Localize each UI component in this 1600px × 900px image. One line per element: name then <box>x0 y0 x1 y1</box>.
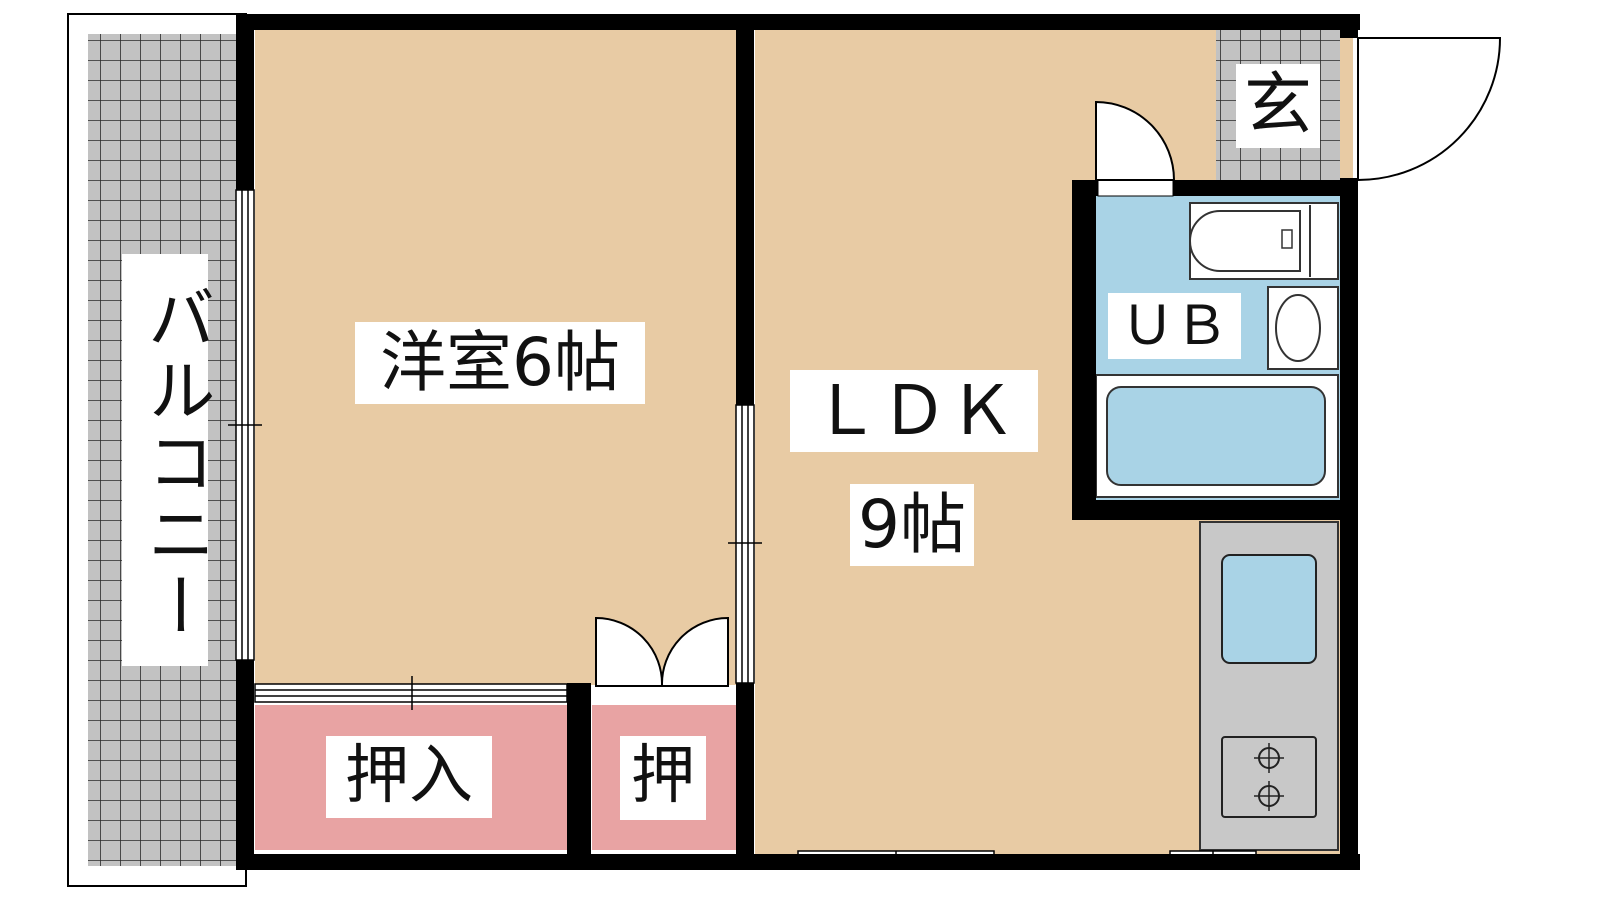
closet-small-label: 押 <box>620 736 706 820</box>
western-room-label: 洋室6帖 <box>355 322 645 404</box>
partition-sliding-door <box>728 404 762 684</box>
kitchen-sink <box>1221 554 1317 664</box>
entrance-label: 玄 <box>1236 64 1320 148</box>
basin-bowl <box>1189 210 1301 272</box>
closet-large-label: 押入 <box>326 736 492 818</box>
walls <box>236 14 1360 870</box>
bathroom-door <box>1095 100 1176 181</box>
closet-double-door <box>595 616 729 687</box>
ldk-label: ＬＤＫ <box>790 370 1038 452</box>
entrance-door <box>1357 37 1502 182</box>
balcony-label: バルコニー <box>122 254 214 666</box>
stove <box>1221 736 1317 818</box>
ldk-size-label: 9帖 <box>850 484 974 566</box>
bathtub-basin <box>1106 386 1326 486</box>
unit-bath-label: ＵＢ <box>1108 293 1241 359</box>
toilet-bowl-icon <box>1275 294 1321 362</box>
